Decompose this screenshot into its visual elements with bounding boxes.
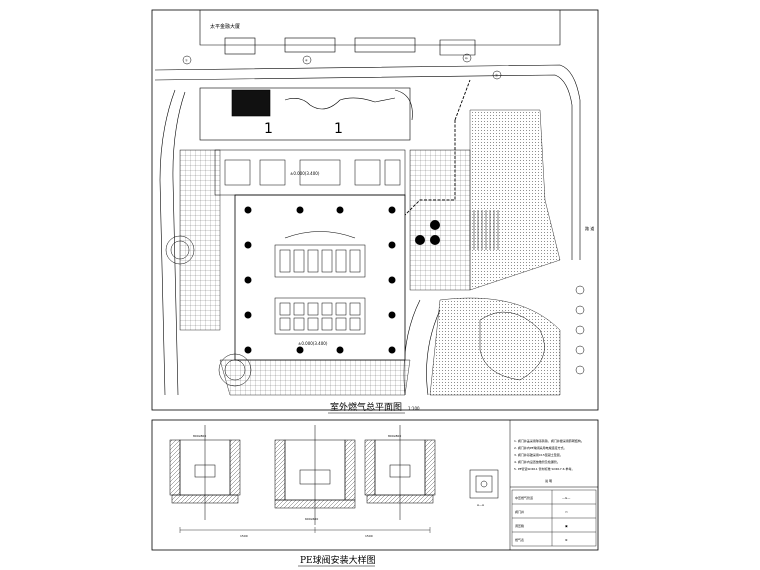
note-4: 4. 阀门井内设置放散管及检漏管。 (514, 459, 560, 464)
podium-rooms (214, 149, 406, 196)
note-2: 2. 阀门井内PE球阀采用电熔连接方式。 (514, 445, 567, 450)
details-title: PE球阀安装大样图 (300, 554, 376, 566)
green-bottom-right (429, 297, 561, 396)
plan-title: 室外燃气总平面图 (330, 401, 402, 413)
trees (165, 235, 585, 387)
note-5: 5. PE管道SDR11 管材标准 SDR17.6 参考。 (514, 466, 574, 471)
gas-pipe-route (404, 79, 471, 216)
dim-3: 800x800 (388, 434, 401, 438)
tower-core (274, 244, 366, 335)
paving-right (409, 149, 471, 291)
grid-mark-1: ① (185, 59, 188, 63)
grid-mark-6: ⑥ (305, 59, 308, 63)
small-detail (469, 469, 499, 499)
green-right (469, 109, 561, 291)
steps-right (469, 210, 499, 250)
grid-mark-10: ⑩ (465, 57, 468, 61)
tower-arc (284, 231, 356, 239)
plan-scale: 1:100 (408, 406, 420, 411)
small-detail-caption: A—A (477, 503, 485, 507)
mark-1-right: 1 (334, 121, 343, 137)
grid-mark-11: ⑪ (495, 73, 498, 78)
dim-2: 600x600 (305, 517, 318, 521)
legend-sym-3: ▣ (565, 524, 568, 528)
tower-columns (244, 206, 440, 354)
paving-bottom (219, 359, 411, 396)
mark-1-left: 1 (264, 121, 273, 137)
dimension-lines (179, 527, 431, 533)
legend-name-2: 阀门井 (515, 509, 524, 514)
legend-table (511, 489, 597, 547)
legend-sym-2: ▭ (565, 510, 568, 514)
legend-sym-1: —G— (562, 496, 570, 500)
details-frame (151, 419, 599, 551)
note-3: 3. 阀门井基础采用C15混凝土垫层。 (514, 452, 563, 457)
legend-name-4: 燃气表 (515, 537, 524, 542)
dim-1: 800x800 (193, 434, 206, 438)
entrance-canopy (199, 87, 413, 141)
valve-pit-detail-1 (169, 425, 241, 520)
tower-footprint (234, 194, 406, 361)
span-1: 1500 (240, 534, 248, 538)
legend-name-3: 调压箱 (515, 523, 524, 528)
valve-pit-detail-2 (274, 425, 356, 525)
grid-marks: ① ⑥ ⑩ ⑪ (182, 53, 502, 80)
top-building (199, 10, 561, 56)
top-building-label: 太平金融大厦 (210, 23, 240, 30)
notes-heading: 说 明 (545, 478, 552, 483)
legend-name-1: 中压燃气管道 (515, 495, 533, 500)
legend-sym-4: ⊗ (565, 538, 568, 542)
paving-left (179, 149, 221, 331)
valve-pit-detail-3 (364, 425, 436, 520)
right-road-label: 路 道 (585, 225, 594, 231)
note-1: 1. 阀门井盖采用球墨铸铁，阀门井壁采用砖砌结构。 (514, 438, 584, 443)
elevation-2: ±0.000(3.400) (298, 341, 328, 346)
plan-frame (151, 9, 599, 411)
elevation-1: ±0.000(3.400) (290, 171, 320, 176)
site-roads (154, 64, 581, 396)
span-2: 1500 (365, 534, 373, 538)
